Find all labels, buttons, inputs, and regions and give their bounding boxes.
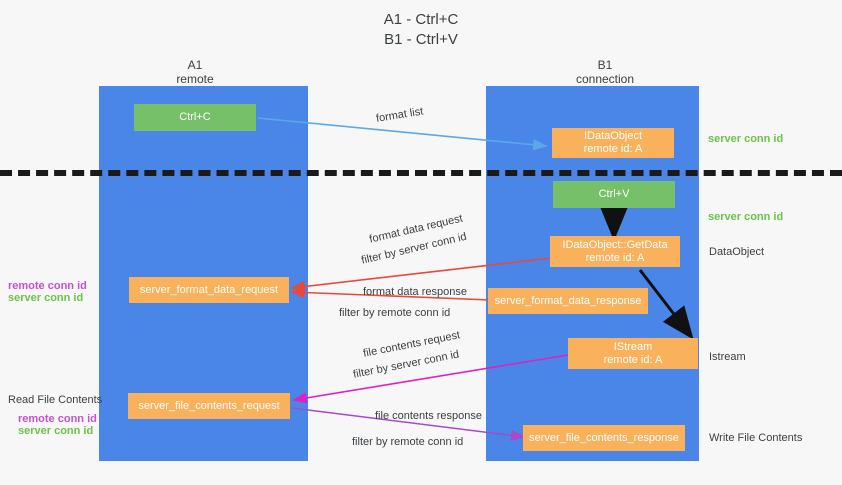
label-write-file-contents: Write File Contents — [709, 432, 803, 444]
lane-header-b1-sub: connection — [575, 72, 635, 86]
box-istream-line2: remote id: A — [603, 353, 663, 366]
label-dataobject: DataObject — [709, 246, 765, 258]
box-getdata-line1: IDataObject::GetData — [562, 238, 668, 251]
title-line-1: A1 - Ctrl+C — [383, 11, 459, 28]
label-file-contents-response: file contents response — [375, 410, 483, 422]
box-getdata[interactable]: IDataObject::GetData remote id: A — [550, 236, 680, 267]
lane-header-b1: B1 connection — [515, 58, 695, 86]
box-istream[interactable]: IStream remote id: A — [568, 338, 698, 369]
label-read-file-contents: Read File Contents — [8, 394, 103, 406]
box-ctrl-v[interactable]: Ctrl+V — [553, 181, 675, 208]
box-server-file-contents-response[interactable]: server_file_contents_response — [523, 425, 685, 451]
label-remote-conn-id-1: remote conn id — [8, 280, 87, 292]
box-istream-line1: IStream — [613, 340, 653, 353]
box-idataobject-top-line1: IDataObject — [583, 130, 643, 142]
box-ctrl-v-label: Ctrl+V — [598, 188, 630, 200]
diagram-title: A1 - Ctrl+C B1 - Ctrl+V — [0, 10, 842, 50]
label-filter-by-2: filter by remote conn id — [339, 306, 450, 320]
lane-header-b1-name: B1 — [597, 58, 613, 72]
label-filter-by-1-prefix: filter by — [360, 246, 401, 267]
label-filter-by-3-prefix: filter by — [352, 361, 393, 381]
label-filter-by-4-prefix: filter by — [352, 436, 391, 448]
lane-header-a1: A1 remote — [105, 58, 285, 86]
label-format-list: format list — [375, 105, 425, 125]
box-getdata-line2: remote id: A — [585, 251, 645, 264]
lane-header-a1-name: A1 — [187, 58, 203, 72]
phase-divider — [0, 170, 842, 176]
box-idataobject-top-line2: remote id: A — [583, 143, 643, 155]
box-server-file-contents-request-label: server_file_contents_request — [138, 399, 280, 412]
box-server-file-contents-response-label: server_file_contents_response — [529, 431, 679, 444]
label-filter-by-2-value: remote conn id — [377, 307, 451, 319]
label-server-conn-id-1: server conn id — [8, 292, 84, 304]
box-server-file-contents-request[interactable]: server_file_contents_request — [128, 393, 290, 419]
label-filter-by-2-prefix: filter by — [339, 307, 378, 319]
lane-header-a1-sub: remote — [176, 72, 214, 86]
label-filter-by-4: filter by remote conn id — [352, 435, 463, 449]
label-format-data-response: format data response — [363, 286, 467, 298]
label-remote-conn-id-2: remote conn id — [18, 413, 97, 425]
label-istream: Istream — [709, 351, 746, 363]
title-line-2: B1 - Ctrl+V — [384, 31, 458, 48]
box-server-format-data-request-label: server_format_data_request — [139, 283, 279, 296]
label-server-conn-id-2: server conn id — [18, 425, 94, 437]
box-ctrl-c-label: Ctrl+C — [179, 111, 211, 123]
box-server-format-data-response[interactable]: server_format_data_response — [488, 288, 648, 314]
box-ctrl-c[interactable]: Ctrl+C — [134, 104, 256, 131]
box-idataobject-top[interactable]: IDataObject remote id: A — [552, 128, 674, 158]
label-filter-by-4-value: remote conn id — [390, 436, 464, 448]
box-server-format-data-request[interactable]: server_format_data_request — [129, 277, 289, 303]
box-server-format-data-response-label: server_format_data_response — [494, 294, 642, 307]
label-server-conn-id-top: server conn id — [708, 133, 784, 145]
label-server-conn-id-mid: server conn id — [708, 211, 784, 223]
